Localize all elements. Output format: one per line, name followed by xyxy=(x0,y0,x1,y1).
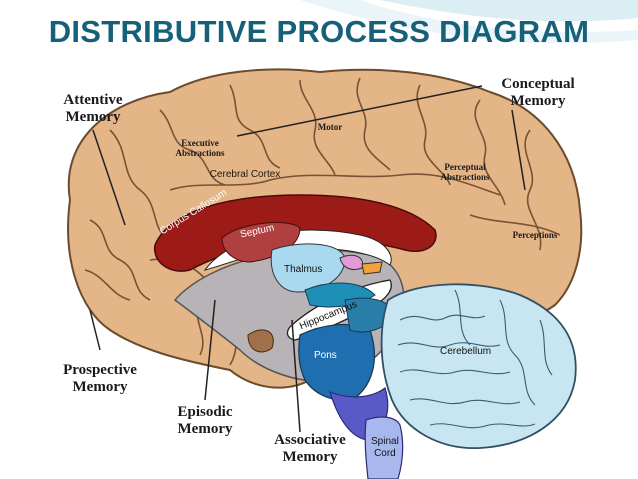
thalmus-label: Thalmus xyxy=(284,264,323,275)
pons-label: Pons xyxy=(314,350,337,361)
perceptions-label: Perceptions xyxy=(512,230,558,240)
motor-label: Motor xyxy=(317,122,343,132)
thalamus-shape xyxy=(270,243,346,293)
cerebellum-folia xyxy=(397,289,553,429)
pons-shape xyxy=(298,323,375,401)
cerebellum-shape xyxy=(380,283,577,449)
cerebellum-label: Cerebellum xyxy=(440,346,492,357)
decorative-swoosh xyxy=(300,0,638,44)
leader-lines xyxy=(89,85,526,433)
spinal-cord-shape xyxy=(364,416,404,479)
page-title: DISTRIBUTIVE PROCESS DIAGRAM xyxy=(48,14,590,49)
cerebral-cortex-label: Cerebral Cortex xyxy=(209,169,281,180)
